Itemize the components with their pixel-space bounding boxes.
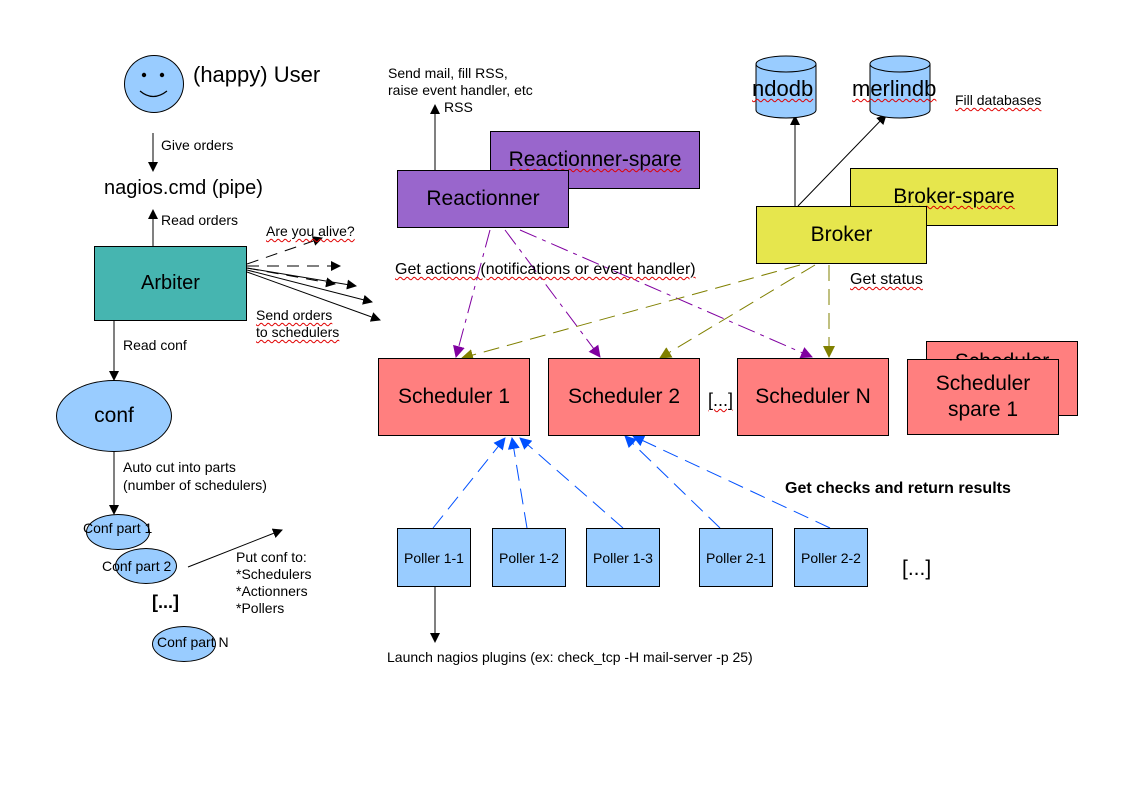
conf-part-n-node[interactable] — [152, 626, 216, 662]
reactionner-spare-label: Reactionner-spare — [508, 148, 682, 171]
poller-2-2-node[interactable]: Poller 2-2 — [794, 528, 868, 587]
arbiter-label: Arbiter — [141, 272, 200, 294]
read-orders-label: Read orders — [161, 212, 239, 228]
get-actions-arrows — [453, 229, 813, 359]
user-smiley-icon — [124, 55, 184, 113]
conf-part-1-label: Conf part 1 — [83, 520, 153, 536]
get-actions-text: Get actions (notifications or event hand… — [395, 261, 696, 278]
send-mail-label-1: Send mail, fill RSS, — [388, 65, 508, 81]
put-conf-label-1: Put conf to: — [236, 549, 307, 565]
put-conf-label-4: *Pollers — [236, 600, 285, 616]
fill-databases-label: Fill databases — [955, 92, 1041, 109]
send-mail-label-2: raise event handler, etc — [388, 82, 533, 98]
are-you-alive-arrows — [246, 236, 341, 288]
arbiter-node[interactable]: Arbiter — [94, 246, 247, 321]
pipe-label: nagios.cmd (pipe) — [104, 177, 263, 199]
launch-plugins-label: Launch nagios plugins (ex: check_tcp -H … — [387, 649, 753, 665]
broker-spare-label: Broker-spare — [893, 185, 1015, 208]
auto-cut-label-2: (number of schedulers) — [123, 477, 267, 493]
put-conf-label-3: *Actionners — [236, 583, 308, 599]
send-orders-label-1: Send orders — [256, 307, 332, 324]
read-conf-label: Read conf — [123, 337, 187, 353]
conf-part-2-node[interactable] — [115, 548, 177, 584]
merlindb-database-icon — [869, 55, 931, 119]
user-label: (happy) User — [193, 62, 321, 87]
conf-part-1-node[interactable] — [86, 514, 150, 550]
poller-1-2-label: Poller 1-2 — [499, 549, 559, 566]
put-conf-label-2: *Schedulers — [236, 566, 312, 582]
conf-node[interactable]: conf — [56, 380, 172, 452]
scheduler-ellipsis: [...] — [708, 390, 733, 412]
poller-1-3-label: Poller 1-3 — [593, 549, 653, 566]
broker-node[interactable]: Broker — [756, 206, 927, 264]
get-status-label: Get status — [850, 270, 923, 289]
poller-1-1-node[interactable]: Poller 1-1 — [397, 528, 471, 587]
conf-label: conf — [94, 404, 134, 427]
poller-2-1-node[interactable]: Poller 2-1 — [699, 528, 773, 587]
send-orders-label-2: to schedulers — [256, 324, 339, 341]
merlindb-label: merlindb — [852, 76, 936, 102]
fill-databases-text: Fill databases — [955, 92, 1042, 108]
conf-part-2-label: Conf part 2 — [102, 558, 172, 574]
put-conf-arrow — [187, 528, 283, 568]
poller-2-2-label: Poller 2-2 — [801, 549, 861, 566]
scheduler-2-label: Scheduler 2 — [567, 385, 681, 408]
get-actions-label: Get actions (notifications or event hand… — [395, 260, 696, 279]
conf-part-n-label: Conf part N — [157, 634, 229, 650]
ndodb-text: ndodb — [752, 76, 814, 101]
scheduler-n-node[interactable]: Scheduler N — [737, 358, 889, 436]
get-status-arrows — [461, 264, 835, 361]
send-orders-text-2: to schedulers — [256, 324, 340, 340]
are-you-alive-text: Are you alive? — [266, 223, 355, 239]
scheduler-1-node[interactable]: Scheduler 1 — [378, 358, 530, 436]
get-checks-arrows — [432, 435, 831, 529]
send-orders-arrows — [246, 267, 381, 322]
scheduler-1-label: Scheduler 1 — [397, 385, 511, 408]
send-mail-label-3: RSS — [444, 99, 473, 115]
send-orders-text-1: Send orders — [256, 307, 333, 323]
get-status-text: Get status — [850, 271, 923, 288]
poller-1-2-node[interactable]: Poller 1-2 — [492, 528, 566, 587]
reactionner-node[interactable]: Reactionner — [397, 170, 569, 228]
broker-merlindb-arrow — [797, 114, 887, 207]
are-you-alive-label: Are you alive? — [266, 223, 355, 240]
poller-1-1-label: Poller 1-1 — [404, 549, 464, 566]
scheduler-n-label: Scheduler N — [755, 385, 871, 408]
scheduler-spare-1-label: Scheduler spare 1 — [935, 371, 1031, 421]
ndodb-label: ndodb — [752, 76, 813, 102]
scheduler-ellipsis-text: [...] — [708, 390, 734, 410]
give-orders-label: Give orders — [161, 137, 234, 153]
reactionner-label: Reactionner — [426, 187, 540, 210]
scheduler-spare-1-node[interactable]: Scheduler spare 1 — [907, 359, 1059, 435]
get-checks-label: Get checks and return results — [785, 480, 1011, 497]
conf-ellipsis: [...] — [152, 592, 179, 612]
poller-2-1-label: Poller 2-1 — [706, 549, 766, 566]
poller-ellipsis: [...] — [902, 557, 932, 580]
broker-label: Broker — [810, 223, 873, 246]
scheduler-2-node[interactable]: Scheduler 2 — [548, 358, 700, 436]
auto-cut-label-1: Auto cut into parts — [123, 459, 236, 475]
merlindb-text: merlindb — [852, 76, 937, 101]
ndodb-database-icon — [755, 55, 817, 119]
poller-1-3-node[interactable]: Poller 1-3 — [586, 528, 660, 587]
